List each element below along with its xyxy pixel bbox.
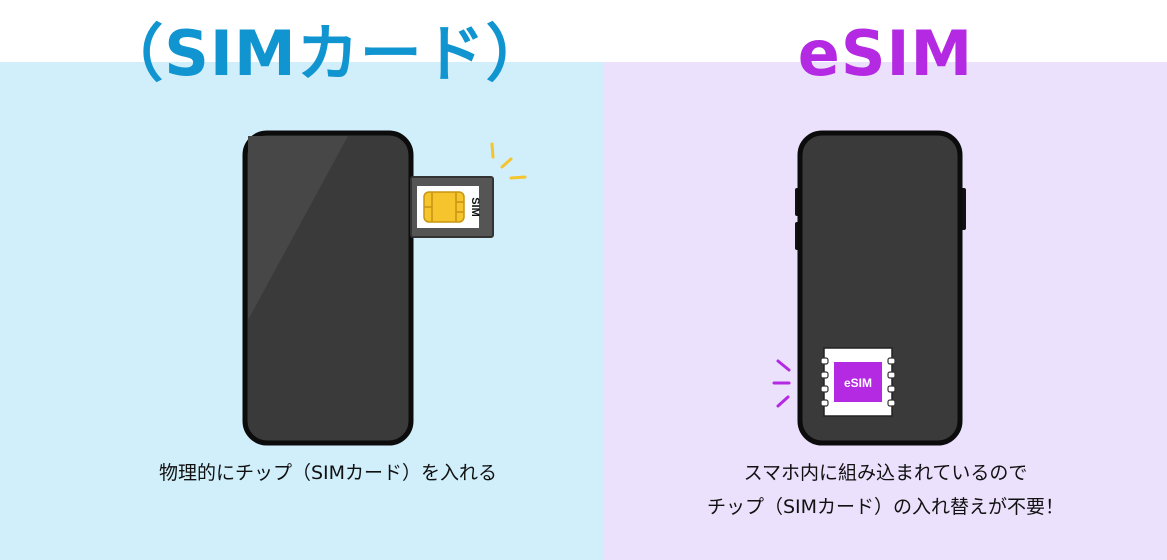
sim-phone-illustration: SIM (242, 130, 527, 446)
esim-title: eSIM (797, 17, 974, 90)
esim-phone-illustration: eSIM (772, 130, 966, 446)
esim-caption-line-2: チップ（SIMカード）の入れ替えが不要！ (706, 496, 1065, 518)
sim-card-label: SIM (469, 197, 481, 217)
sim-chip-icon (423, 191, 465, 223)
esim-chip-icon: eSIM (820, 347, 896, 417)
esim-caption-line-1: スマホ内に組み込まれているので (743, 462, 1028, 484)
sim-card-icon: SIM (417, 186, 481, 228)
esim-caption: スマホ内に組み込まれているので チップ（SIMカード）の入れ替えが不要！ (604, 456, 1167, 524)
esim-chip-label: eSIM (844, 376, 872, 390)
sim-caption: 物理的にチップ（SIMカード）を入れる (158, 462, 498, 484)
sparkle-icon (772, 359, 791, 408)
sim-title: （SIMカード） (101, 17, 549, 90)
sparkle-icon (490, 142, 527, 180)
smartphone-icon (242, 130, 414, 446)
sim-tray-icon: SIM (410, 176, 494, 238)
